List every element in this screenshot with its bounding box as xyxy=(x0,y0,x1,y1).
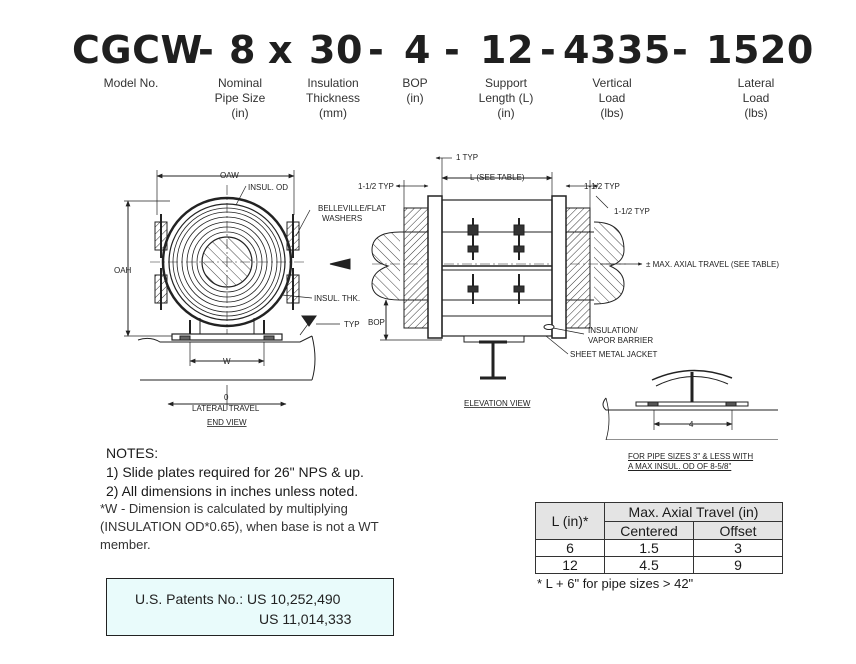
model-times: x xyxy=(268,28,294,72)
elevation-view-labels: 1 TYP L (SEE TABLE) 1-1/2 TYP 1-1/2 TYP … xyxy=(358,153,779,408)
label-bop: BOP (in) xyxy=(402,76,428,105)
typ-label: TYP xyxy=(344,320,360,329)
model-sep: - xyxy=(540,28,557,72)
cell-offset: 9 xyxy=(693,556,783,574)
l-see-table-label: L (SEE TABLE) xyxy=(470,173,525,182)
one-half-typ-right: 1-1/2 TYP xyxy=(584,182,620,191)
bop-label: BOP xyxy=(368,318,385,327)
small-view-caption: FOR PIPE SIZES 3" & LESS WITH A MAX INSU… xyxy=(628,452,753,472)
one-typ-label: 1 TYP xyxy=(456,153,478,162)
header-l: L (in)* xyxy=(535,502,605,540)
model-sep: - xyxy=(444,28,461,72)
model-pipe-size: 8 xyxy=(229,28,256,72)
notes: NOTES: 1) Slide plates required for 26" … xyxy=(106,444,364,501)
insulation-vapor-label-1: INSULATION/ xyxy=(588,326,638,335)
label-lateral: Lateral Load (lbs) xyxy=(737,76,775,120)
oaw-label: OAW xyxy=(220,171,239,180)
small-view-caption-line1: FOR PIPE SIZES 3" & LESS WITH xyxy=(628,452,754,461)
small-pipe-view-labels: 4 xyxy=(689,420,694,429)
w-note-line: (INSULATION OD*0.65), when base is not a… xyxy=(100,519,379,534)
end-view xyxy=(124,170,340,410)
model-code: CGCW xyxy=(72,28,203,72)
header-max-axial: Max. Axial Travel (in) xyxy=(604,502,783,522)
note-item: 1) Slide plates required for 26" NPS & u… xyxy=(106,464,364,480)
note-item: 2) All dimensions in inches unless noted… xyxy=(106,483,359,499)
small-dim-label: 4 xyxy=(689,420,694,429)
cell-l: 12 xyxy=(535,556,605,574)
w-note-line: *W - Dimension is calculated by multiply… xyxy=(100,501,348,516)
notes-title: NOTES: xyxy=(106,445,159,461)
w-note-line: member. xyxy=(100,537,151,552)
zero-label: 0 xyxy=(224,393,229,402)
table-row: 6 1.5 3 xyxy=(535,539,783,557)
cell-centered: 1.5 xyxy=(604,539,694,557)
label-nominal: Nominal Pipe Size (in) xyxy=(214,76,266,120)
table-row: 12 4.5 9 xyxy=(535,556,783,574)
patent-line-2: US 11,014,333 xyxy=(259,611,352,627)
label-vertical: Vertical Load (lbs) xyxy=(592,76,632,120)
model-lateral-load: 1520 xyxy=(706,28,814,72)
label-insulation: Insulation Thickness (mm) xyxy=(305,76,361,120)
technical-drawing: OAW INSUL. OD BELLEVILLE/FLAT WASHERS OA… xyxy=(114,153,779,440)
model-insulation: 30 xyxy=(309,28,363,72)
end-view-labels: OAW INSUL. OD BELLEVILLE/FLAT WASHERS OA… xyxy=(114,171,386,427)
elevation-view-caption: ELEVATION VIEW xyxy=(464,399,531,408)
label-model-no: Model No. xyxy=(103,76,159,90)
model-sep: - xyxy=(672,28,689,72)
cell-offset: 3 xyxy=(693,539,783,557)
end-view-caption: END VIEW xyxy=(207,418,247,427)
model-vertical-load: 4335 xyxy=(563,28,671,72)
insul-od-label: INSUL. OD xyxy=(248,183,288,192)
belleville-label: BELLEVILLE/FLAT xyxy=(318,204,386,213)
washers-label: WASHERS xyxy=(322,214,362,223)
sheet-metal-label: SHEET METAL JACKET xyxy=(570,350,658,359)
patent-box: U.S. Patents No.: US 10,252,490 US 11,01… xyxy=(106,578,394,636)
axial-travel-label: ± MAX. AXIAL TRAVEL (SEE TABLE) xyxy=(646,260,779,269)
cell-centered: 4.5 xyxy=(604,556,694,574)
insulation-vapor-label-2: VAPOR BARRIER xyxy=(588,336,653,345)
oah-label: OAH xyxy=(114,266,132,275)
w-dimension-note: *W - Dimension is calculated by multiply… xyxy=(100,500,379,554)
w-label: W xyxy=(223,357,231,366)
elevation-view xyxy=(329,156,643,380)
one-half-typ-left: 1-1/2 TYP xyxy=(358,182,394,191)
patent-line-1: U.S. Patents No.: US 10,252,490 xyxy=(135,591,341,607)
small-view-caption-line2: A MAX INSUL. OD OF 8-5/8" xyxy=(628,462,732,471)
small-pipe-view xyxy=(602,369,778,440)
table-footnote: * L + 6" for pipe sizes > 42" xyxy=(537,576,694,591)
header-centered: Centered xyxy=(604,521,694,540)
model-sep: - xyxy=(198,28,215,72)
model-sep: - xyxy=(368,28,385,72)
header-offset: Offset xyxy=(693,521,783,540)
model-support-length: 12 xyxy=(480,28,534,72)
lateral-travel-label: LATERAL TRAVEL xyxy=(192,404,260,413)
axial-travel-table: L (in)* Max. Axial Travel (in) Centered … xyxy=(535,502,783,574)
label-support: Support Length (L) (in) xyxy=(478,76,534,120)
model-bop: 4 xyxy=(404,28,431,72)
cell-l: 6 xyxy=(535,539,605,557)
insul-thk-label: INSUL. THK. xyxy=(314,294,360,303)
one-half-typ-right2: 1-1/2 TYP xyxy=(614,207,650,216)
